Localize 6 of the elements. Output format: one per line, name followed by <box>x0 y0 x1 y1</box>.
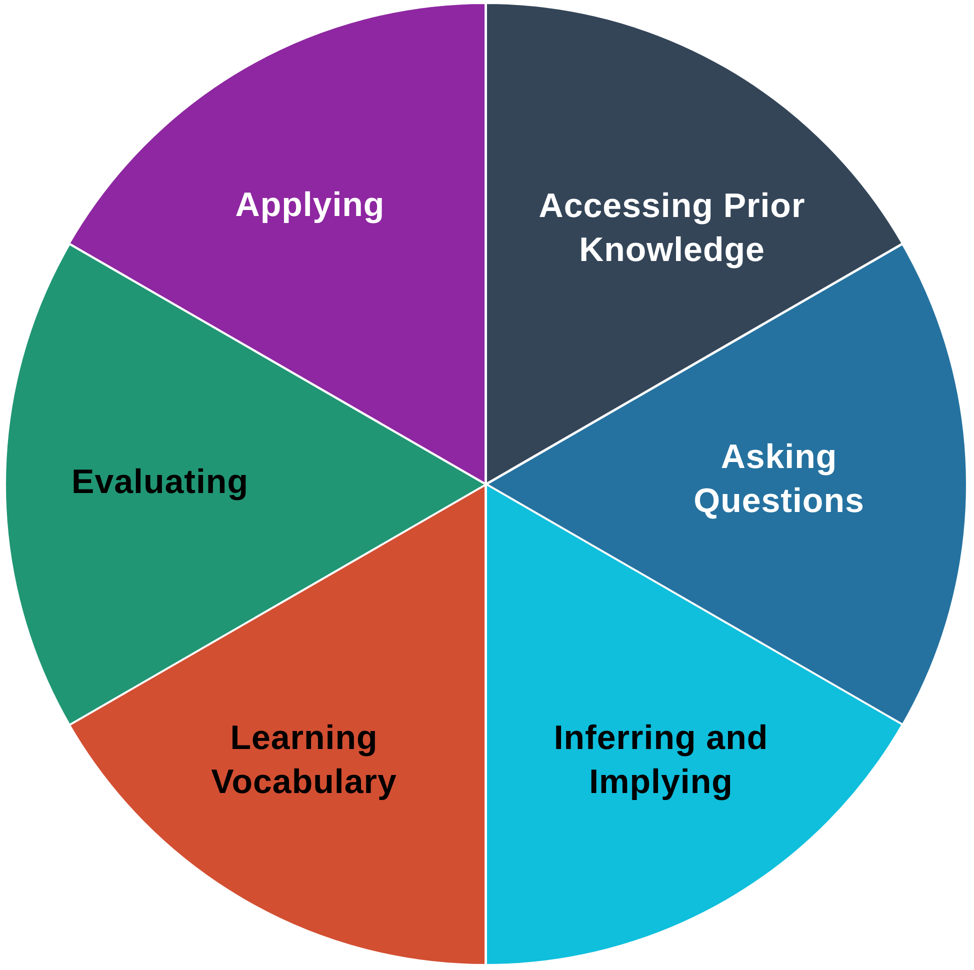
segment-label: Applying <box>234 185 386 226</box>
segment-label: Evaluating <box>70 462 250 503</box>
segment-label: Accessing Prior Knowledge <box>538 186 806 271</box>
segment-label: Learning Vocabulary <box>210 718 398 803</box>
segment-label: Asking Questions <box>692 437 866 522</box>
segment-label: Inferring and Implying <box>552 718 770 803</box>
